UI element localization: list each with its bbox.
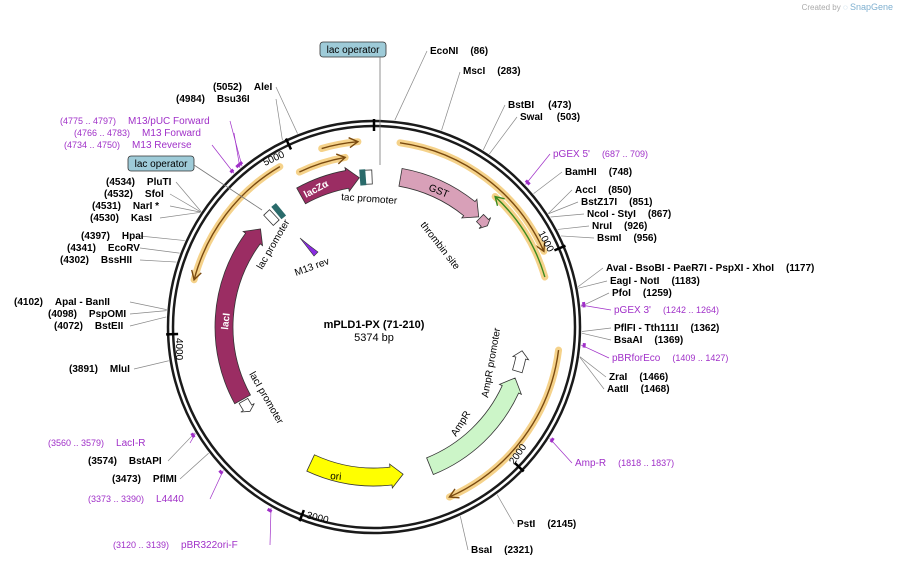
tick-marks [166, 119, 566, 522]
enzyme-ncoi-styi[interactable]: NcoI - StyI(867) [587, 209, 671, 220]
primer-m13-puc-forward[interactable]: (4775 .. 4797)M13/pUC Forward [60, 116, 210, 127]
m13-rev-arrow[interactable] [299, 237, 319, 257]
primer-marks [190, 161, 586, 513]
enzyme-mlui[interactable]: (3891)MluI [69, 364, 130, 375]
lac-operator-top[interactable]: lac operator [319, 41, 387, 58]
enzyme-hpai[interactable]: (4397)HpaI [81, 231, 144, 242]
enzyme-pfoi[interactable]: PfoI(1259) [612, 288, 672, 299]
thrombin-arrow[interactable] [475, 213, 492, 229]
enzyme-bsu36i[interactable]: (4984)Bsu36I [176, 94, 250, 105]
ampr-promoter-arrow[interactable] [511, 350, 530, 374]
primer-pgex3[interactable]: pGEX 3'(1242 .. 1264) [614, 305, 719, 316]
lac-operator-left[interactable]: lac operator [127, 155, 195, 172]
orf-laci-outer[interactable] [193, 165, 281, 280]
laci-label: lacI [220, 312, 233, 330]
primer-pbrforeco[interactable]: pBRforEco(1409 .. 1427) [612, 353, 728, 364]
orf-thrombin[interactable] [494, 196, 546, 278]
lac-operator-left-label: lac operator [135, 159, 188, 170]
enzyme-psti[interactable]: PstI(2145) [517, 519, 576, 530]
enzyme-aatii[interactable]: AatII(1468) [607, 384, 670, 395]
lac-operator-mark-left[interactable] [271, 203, 287, 220]
gst-arrow[interactable] [398, 168, 480, 219]
feature-arcs [214, 166, 530, 489]
label-leaders [129, 50, 612, 551]
enzyme-alei[interactable]: (5052)AleI [213, 82, 272, 93]
orf-gst[interactable] [399, 142, 545, 252]
orf-arcs [190, 137, 563, 501]
primer-ampr[interactable]: Amp-R(1818 .. 1837) [575, 458, 674, 469]
enzyme-bamhi[interactable]: BamHI(748) [565, 167, 632, 178]
enzyme-pflmi[interactable]: (3473)PflMI [112, 474, 177, 485]
primer-laci-r[interactable]: (3560 .. 3579)LacI-R [48, 438, 146, 449]
snapgene-credit: Created by ◌ SnapGene [802, 2, 893, 12]
ori-arrow[interactable] [306, 454, 404, 489]
enzyme-sfoi[interactable]: (4532)SfoI [104, 189, 164, 200]
enzyme-bstapi[interactable]: (3574)BstAPI [88, 456, 162, 467]
lac-operator-mark-top[interactable] [359, 169, 367, 186]
primer-pbr322ori-f[interactable]: (3120 .. 3139)pBR322ori-F [113, 540, 238, 551]
credit-brand: SnapGene [849, 2, 893, 12]
enzyme-ecorv[interactable]: (4341)EcoRV [67, 243, 140, 254]
enzyme-zrai[interactable]: ZraI(1466) [609, 372, 668, 383]
lac-promoter-mark[interactable] [263, 209, 280, 226]
enzyme-bsteii[interactable]: (4072)BstEII [54, 321, 123, 332]
enzyme-nrui[interactable]: NruI(926) [592, 221, 647, 232]
enzyme-bsshii[interactable]: (4302)BssHII [60, 255, 132, 266]
plasmid-name: mPLD1-PX (71-210) [324, 319, 425, 331]
orf-ampr-outer[interactable] [449, 350, 560, 498]
enzyme-labels: EcoNI(86) MscI(283) BstBI(473) SwaI(503)… [14, 46, 814, 556]
enzyme-swai[interactable]: SwaI(503) [520, 112, 580, 123]
primer-m13-reverse[interactable]: (4734 .. 4750)M13 Reverse [64, 140, 192, 151]
tick-2000: 2000 [507, 442, 529, 467]
primer-m13-forward[interactable]: (4766 .. 4783)M13 Forward [74, 128, 201, 139]
snapgene-logo-icon: ◌ [842, 3, 848, 12]
enzyme-avai-group[interactable]: AvaI - BsoBI - PaeR7I - PspXI - XhoI(117… [606, 263, 814, 274]
enzyme-bstz17i[interactable]: BstZ17I(851) [581, 197, 652, 208]
thrombin-site-label: thrombin site [418, 220, 462, 272]
ori-label: ori [330, 471, 342, 483]
enzyme-msci[interactable]: MscI(283) [463, 66, 521, 77]
enzyme-econi[interactable]: EcoNI(86) [430, 46, 488, 57]
enzyme-pflfi-tth111i[interactable]: PflFI - Tth111I(1362) [614, 323, 719, 334]
enzyme-apai-banii[interactable]: (4102)ApaI - BanII [14, 297, 110, 308]
primer-l4440[interactable]: (3373 .. 3390)L4440 [88, 494, 184, 505]
ampr-promoter-label: AmpR promoter [480, 326, 503, 398]
lac-operator-left-leader [193, 164, 263, 211]
enzyme-bsai[interactable]: BsaI(2321) [471, 545, 533, 556]
enzyme-pspomi[interactable]: (4098)PspOMI [48, 309, 126, 320]
enzyme-bsaai[interactable]: BsaAI(1369) [614, 335, 683, 346]
enzyme-acci[interactable]: AccI(850) [575, 185, 631, 196]
lacza-arrow[interactable] [296, 166, 360, 205]
primer-labels: pGEX 5'(687 .. 709) pGEX 3'(1242 .. 1264… [48, 116, 728, 551]
plasmid-length: 5374 bp [354, 332, 394, 344]
enzyme-kasi[interactable]: (4530)KasI [90, 213, 152, 224]
enzyme-nari[interactable]: (4531)NarI * [92, 201, 159, 212]
orf-lacza-inner[interactable] [299, 156, 346, 173]
enzyme-bsmi[interactable]: BsmI(956) [597, 233, 657, 244]
tick-3000: 3000 [305, 510, 330, 526]
ampr-arrow[interactable] [426, 377, 523, 476]
tick-4000: 4000 [173, 338, 184, 361]
credit-prefix: Created by [801, 3, 841, 12]
tac-promoter-label: tac promoter [341, 192, 398, 207]
laci-promoter-label: lacI promoter [246, 370, 285, 427]
m13-rev-label: M13 rev [293, 256, 331, 279]
enzyme-eagi-noti[interactable]: EagI - NotI(1183) [610, 276, 700, 287]
laci-arrow[interactable] [214, 228, 264, 405]
laci-promoter-arrow[interactable] [238, 397, 255, 413]
lac-operator-top-label: lac operator [327, 45, 380, 56]
enzyme-bstbi[interactable]: BstBI(473) [508, 100, 571, 111]
enzyme-pluti[interactable]: (4534)PluTI [106, 177, 172, 188]
primer-pgex5[interactable]: pGEX 5'(687 .. 709) [553, 149, 648, 160]
